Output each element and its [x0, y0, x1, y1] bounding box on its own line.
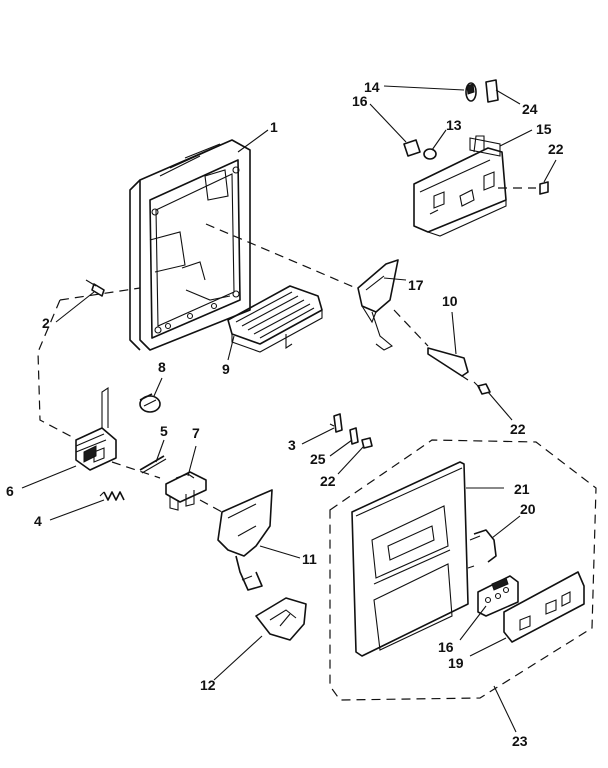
control-bracket-15: [413, 135, 507, 237]
clip-3: [329, 413, 343, 433]
label-part-16-lower: 16: [438, 639, 454, 655]
part-labels: 1 2 3 4 5 6 7 8 9 10 11 12 13 14 15 16 1…: [6, 79, 564, 749]
plug-16-upper: [403, 139, 421, 157]
solenoid-6: [75, 386, 117, 471]
nut-13: [423, 148, 437, 160]
label-part-25: 25: [310, 451, 326, 467]
label-part-17: 17: [408, 277, 424, 293]
label-part-12: 12: [200, 677, 216, 693]
rod-5: [139, 455, 167, 474]
plate-24: [485, 79, 499, 103]
screw-22-lower: [361, 437, 373, 449]
lever-10: [427, 347, 469, 381]
label-part-24: 24: [522, 101, 538, 117]
label-part-13: 13: [446, 117, 462, 133]
ice-chute-12: [255, 597, 307, 641]
label-part-3: 3: [288, 437, 296, 453]
label-part-10: 10: [442, 293, 458, 309]
label-part-11: 11: [302, 551, 317, 567]
label-part-5: 5: [160, 423, 168, 439]
drip-tray: [227, 285, 323, 353]
label-part-9: 9: [222, 361, 230, 377]
label-part-21: 21: [514, 481, 530, 497]
control-board-16-lower: [477, 575, 519, 617]
label-part-15: 15: [536, 121, 552, 137]
label-part-1: 1: [270, 119, 278, 135]
knob-14: [465, 82, 477, 102]
switch-bracket-17: [357, 259, 399, 351]
label-part-22-upper: 22: [548, 141, 564, 157]
label-part-22-lower: 22: [320, 473, 336, 489]
screw-22-upper: [539, 181, 549, 195]
spring-4: [99, 491, 125, 501]
front-panel-21: [351, 461, 469, 657]
label-part-19: 19: [448, 655, 464, 671]
label-part-6: 6: [6, 483, 14, 499]
screw-22-right: [473, 381, 491, 395]
label-part-20: 20: [520, 501, 536, 517]
screw-2: [85, 279, 105, 297]
actuator-8: [139, 393, 161, 413]
tab-25: [349, 427, 359, 445]
bracket-7: [165, 471, 207, 511]
paddle-11: [217, 489, 273, 591]
label-part-4: 4: [34, 513, 42, 529]
label-part-8: 8: [158, 359, 166, 375]
dispenser-housing: [129, 139, 251, 351]
label-part-23: 23: [512, 733, 528, 749]
label-part-22-right: 22: [510, 421, 526, 437]
leader-lines: [21, 85, 557, 733]
connection-lines: [37, 187, 536, 513]
label-part-2: 2: [42, 315, 50, 331]
label-part-16-upper: 16: [352, 93, 368, 109]
label-part-14: 14: [364, 79, 380, 95]
label-plate-19: [503, 571, 585, 643]
wire-harness-20: [467, 529, 497, 569]
label-part-7: 7: [192, 425, 200, 441]
assembly-outline-23: [329, 439, 597, 701]
